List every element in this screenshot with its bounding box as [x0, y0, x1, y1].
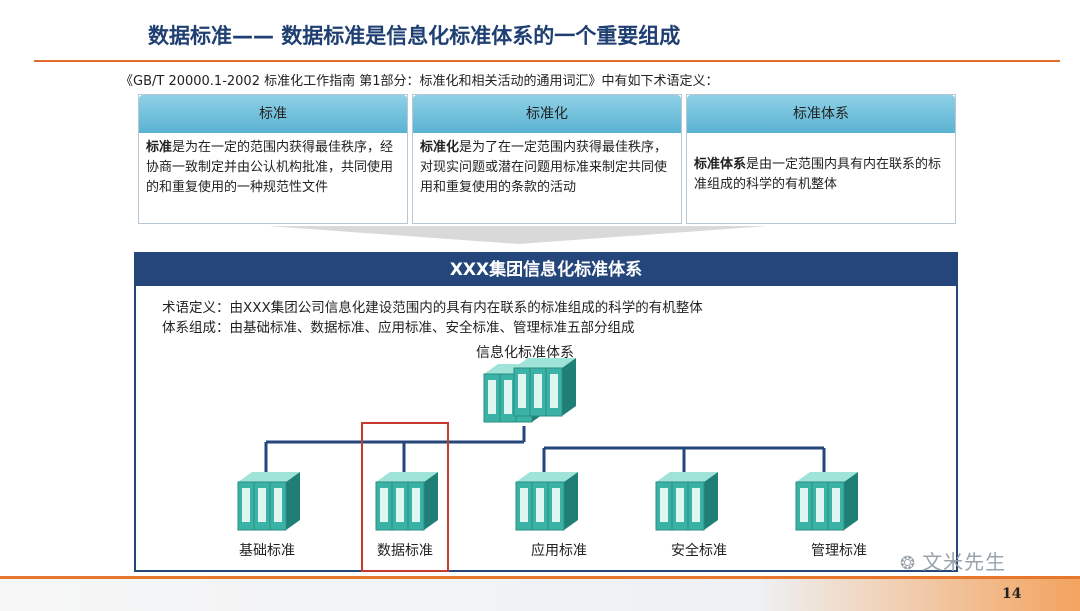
panel-header: XXX集团信息化标准体系	[136, 254, 956, 286]
composition-text: 体系组成：由基础标准、数据标准、应用标准、安全标准、管理标准五部分组成	[162, 320, 635, 336]
wechat-icon: ❂	[900, 553, 917, 574]
definition-card-header: 标准化	[413, 95, 681, 133]
leaf-label-security: 安全标准	[671, 543, 727, 559]
definition-card-standard: 标准 标准是为在一定的范围内获得最佳秩序，经协商一致制定并由公认机构批准，共同使…	[138, 94, 408, 224]
intro-text: 《GB/T 20000.1-2002 标准化工作指南 第1部分：标准化和相关活动…	[120, 74, 719, 89]
leaf-label-management: 管理标准	[811, 543, 867, 559]
leaf-binder-icon	[655, 471, 719, 531]
root-binder-icon	[483, 357, 577, 423]
page-number: 14	[1002, 586, 1022, 602]
leaf-label-data: 数据标准	[377, 543, 433, 559]
definition-card-header: 标准体系	[687, 95, 955, 133]
leaf-label-basic: 基础标准	[239, 543, 295, 559]
tree-connectors	[264, 426, 826, 472]
watermark-text: 文米先生	[922, 550, 1007, 574]
definition-term: 标准体系	[694, 157, 747, 172]
definition-text: 是为了在一定范围内获得最佳秩序，对现实问题或潜在问题用标准来制定共同使用和重复使…	[420, 140, 668, 195]
watermark: ❂文米先生	[900, 546, 1006, 575]
leaf-binder-icon	[515, 471, 579, 531]
definition-card-body: 标准是为在一定的范围内获得最佳秩序，经协商一致制定并由公认机构批准，共同使用的和…	[139, 133, 407, 203]
definition-card-standardization: 标准化 标准化是为了在一定范围内获得最佳秩序，对现实问题或潜在问题用标准来制定共…	[412, 94, 682, 224]
definition-card-body: 标准体系是由一定范围内具有内在联系的标准组成的科学的有机整体	[687, 133, 955, 200]
funnel-arrow	[268, 226, 768, 244]
highlight-box	[361, 422, 449, 572]
title-divider	[34, 60, 1060, 62]
definition-card-body: 标准化是为了在一定范围内获得最佳秩序，对现实问题或潜在问题用标准来制定共同使用和…	[413, 133, 681, 203]
page-title: 数据标准—— 数据标准是信息化标准体系的一个重要组成	[148, 24, 681, 48]
standard-system-panel: XXX集团信息化标准体系 术语定义：由XXX集团公司信息化建设范围内的具有内在联…	[134, 252, 958, 572]
leaf-binder-icon	[795, 471, 859, 531]
root-label: 信息化标准体系	[476, 345, 574, 361]
definition-text: 是为在一定的范围内获得最佳秩序，经协商一致制定并由公认机构批准，共同使用的和重复…	[146, 140, 394, 195]
leaf-label-application: 应用标准	[531, 543, 587, 559]
definition-term: 标准	[146, 140, 173, 155]
definition-card-standard-system: 标准体系 标准体系是由一定范围内具有内在联系的标准组成的科学的有机整体	[686, 94, 956, 224]
definition-text: 是由一定范围内具有内在联系的标准组成的科学的有机整体	[694, 157, 942, 192]
footer-band	[0, 576, 1080, 611]
hierarchy-diagram	[237, 357, 859, 531]
definition-term: 标准化	[420, 140, 460, 155]
leaf-binder-icon	[237, 471, 301, 531]
term-definition-text: 术语定义：由XXX集团公司信息化建设范围内的具有内在联系的标准组成的科学的有机整…	[162, 300, 703, 316]
definition-card-header: 标准	[139, 95, 407, 133]
